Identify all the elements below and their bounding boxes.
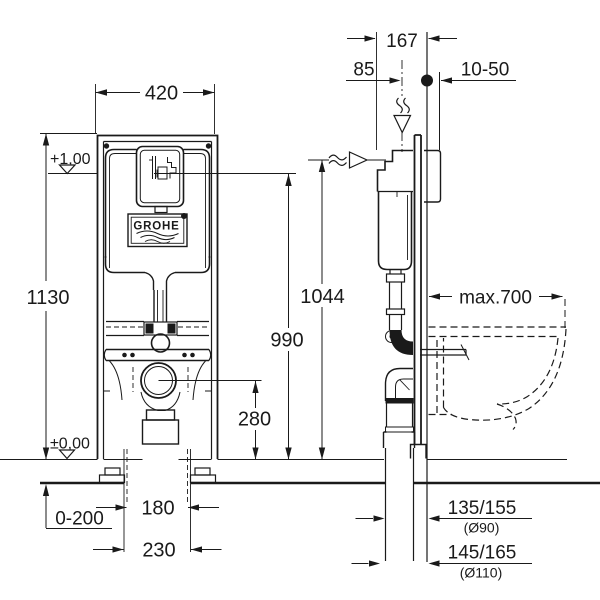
bowl-mounting-rod (420, 344, 470, 361)
label-supply-height: 1044 (300, 286, 345, 308)
datum-zero: ±0,00 (50, 436, 90, 460)
flush-valve-mechanism (149, 156, 177, 180)
label-drain90: 135/155 (448, 498, 517, 519)
grohe-logo: GROHE (127, 213, 188, 248)
side-view-cistern (376, 149, 413, 355)
drain-socket (141, 419, 180, 445)
flush-bend-circle (150, 333, 171, 353)
label-datum-top: +1,00 (50, 151, 91, 168)
front-view-flush-pipe (143, 271, 178, 353)
dim-frame-width: 420 (95, 83, 215, 134)
dim-foot-adjust: 0-200 (42, 484, 112, 530)
label-supply-offset: 85 (353, 60, 374, 81)
logo-wave-1 (136, 230, 179, 237)
frame-screw-right (205, 143, 212, 149)
reference-dot (421, 74, 433, 87)
registered-mark-icon (181, 213, 187, 219)
label-frame-width: 420 (145, 83, 178, 105)
foot-plate-right (189, 474, 217, 484)
foot-plate-left (98, 474, 126, 484)
label-frame-depth: 167 (386, 31, 418, 52)
dim-bolt-spacing-180: 180 (96, 449, 219, 520)
label-bolt-spacing: 180 (141, 498, 174, 520)
front-view-frame (96, 134, 219, 459)
dim-outlet-height-280: 280 (238, 381, 271, 460)
dim-wall-finish-10-50: 10-50 (441, 60, 516, 84)
datum-plus-100: +1,00 (48, 151, 97, 175)
flush-bend-side (389, 330, 413, 355)
front-view-outlet (109, 360, 262, 445)
label-drain110-dia: (Ø110) (460, 565, 503, 581)
supply-arrow-right-icon (348, 151, 369, 169)
inspection-box (135, 145, 185, 208)
dim-flush-height-990: 990 (154, 169, 304, 460)
front-view-feet (98, 390, 217, 484)
water-supply-top (393, 60, 412, 152)
grohe-logo-text: GROHE (133, 221, 179, 233)
label-drain110: 145/165 (448, 543, 517, 564)
dim-drain-110: 145/165 (Ø110) (351, 543, 532, 581)
rail-foot (409, 443, 427, 459)
drain-pipe-below-floor (384, 448, 415, 561)
dim-frame-height: 1130 (26, 133, 97, 460)
side-view-drain (382, 367, 416, 561)
dim-supply-offset-85: 85 (346, 60, 401, 84)
bowl-outline (442, 328, 567, 421)
supply-arrow-down-icon (393, 114, 412, 134)
dim-supply-height-1044: 1044 (300, 159, 345, 460)
water-supply-side (328, 151, 386, 169)
dim-frame-depth-167: 167 (347, 31, 457, 52)
logo-wave-3 (144, 239, 171, 244)
toilet-bowl-dashed (428, 326, 567, 430)
frame-screw-left (103, 143, 110, 149)
label-outlet-height: 280 (238, 409, 271, 431)
label-drain90-dia: (Ø90) (464, 520, 500, 536)
label-foot-adjust: 0-200 (55, 509, 104, 530)
label-bowl-depth: max.700 (459, 288, 532, 309)
flush-plate-housing (424, 149, 442, 203)
side-view-rail (409, 134, 442, 459)
logo-wave-2 (140, 234, 175, 241)
label-wall-finish: 10-50 (461, 60, 510, 81)
dim-drain-90: 135/155 (Ø90) (355, 498, 532, 536)
front-view-cross-rail (103, 320, 212, 362)
dim-drain-offset-230: 230 (93, 449, 222, 562)
label-frame-height: 1130 (26, 287, 69, 309)
label-drain-offset: 230 (142, 540, 175, 562)
box-tab (154, 205, 168, 214)
label-flush-height: 990 (270, 330, 303, 352)
floor-lines (0, 459, 600, 485)
label-datum-floor: ±0,00 (50, 436, 90, 453)
side-view-wall (376, 32, 440, 562)
front-view-cistern: GROHE (104, 145, 211, 274)
dim-bowl-depth-max700: max.700 (429, 288, 566, 329)
